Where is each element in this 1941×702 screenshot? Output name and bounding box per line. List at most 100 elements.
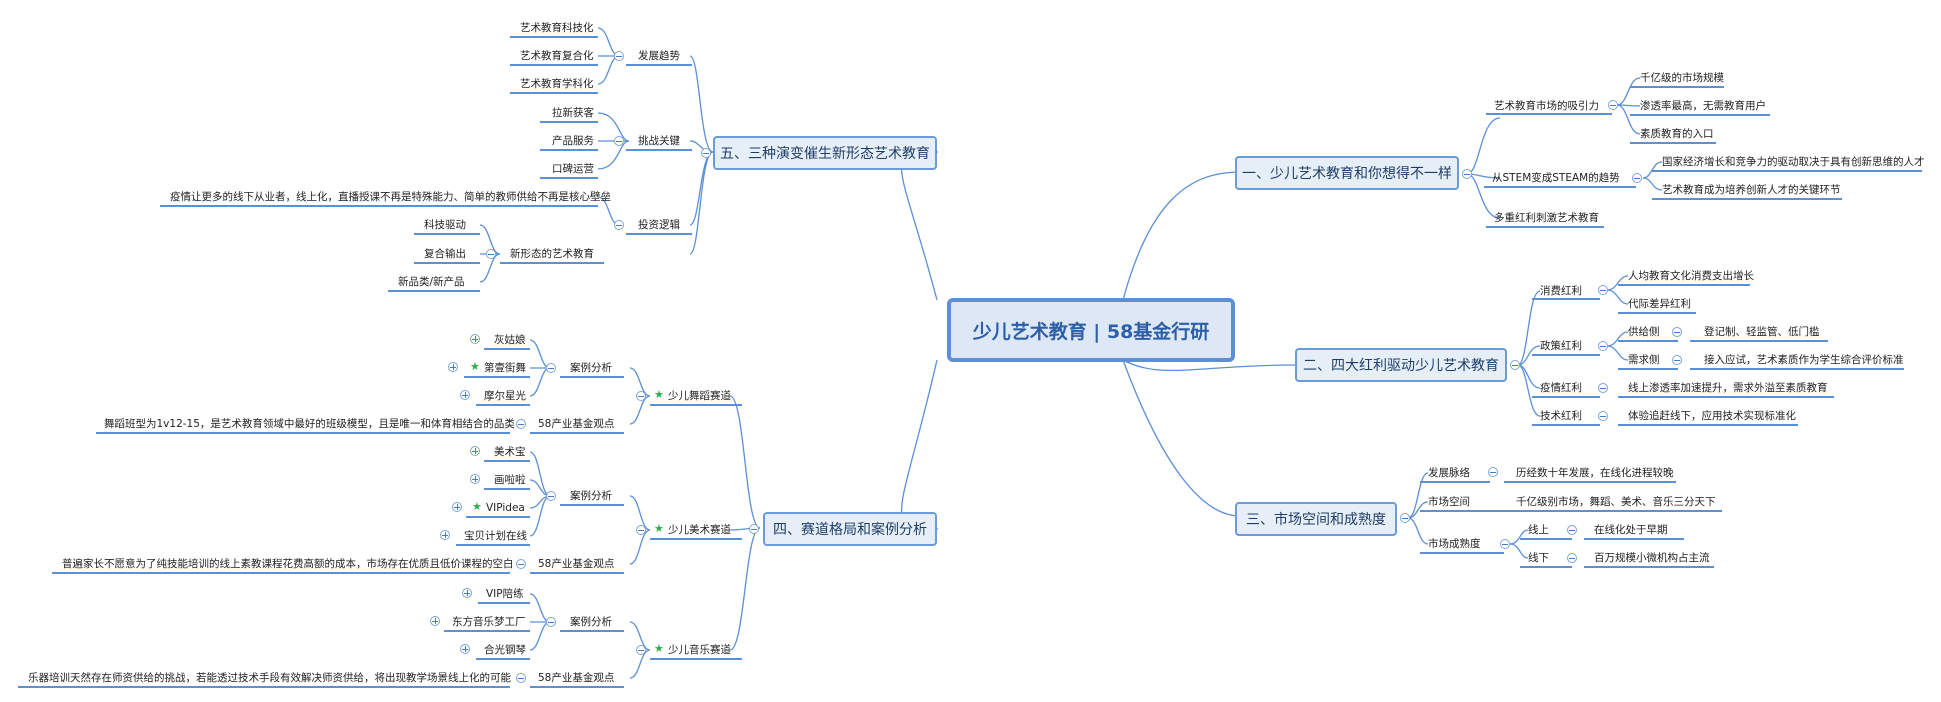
leaf-item[interactable]: 宝贝计划在线 <box>464 530 527 542</box>
leaf-item[interactable]: 人均教育文化消费支出增长 <box>1628 270 1754 282</box>
collapse-icon[interactable] <box>614 51 624 61</box>
subtopic-policy[interactable]: 政策红利 <box>1540 340 1582 352</box>
subtopic-stem-steam[interactable]: 从STEM变成STEAM的趋势 <box>1492 172 1620 184</box>
collapse-icon[interactable] <box>516 673 526 683</box>
subtopic-market-appeal[interactable]: 艺术教育市场的吸引力 <box>1494 100 1599 112</box>
collapse-icon[interactable] <box>1500 539 1510 549</box>
collapse-icon[interactable] <box>701 148 711 158</box>
collapse-icon[interactable] <box>1598 383 1608 393</box>
subtopic-technology[interactable]: 技术红利 <box>1540 410 1582 422</box>
collapse-icon[interactable] <box>1598 341 1608 351</box>
leaf-item[interactable]: 千亿级别市场，舞蹈、美术、音乐三分天下 <box>1516 496 1716 508</box>
root-topic[interactable]: 少儿艺术教育 | 58基金行研 <box>947 298 1235 362</box>
leaf-item[interactable]: 拉新获客 <box>552 107 594 119</box>
leaf-item[interactable]: 灰姑娘 <box>494 334 526 346</box>
leaf-item[interactable]: 第壹街舞 <box>484 362 526 374</box>
subtopic-pandemic[interactable]: 疫情红利 <box>1540 382 1582 394</box>
leaf-item[interactable]: 代际差异红利 <box>1628 298 1691 310</box>
leaf-item[interactable]: 接入应试，艺术素质作为学生综合评价标准 <box>1704 354 1904 366</box>
collapse-icon[interactable] <box>516 559 526 569</box>
subtopic-investment-logic[interactable]: 投资逻辑 <box>638 219 680 231</box>
leaf-item[interactable]: 国家经济增长和竞争力的驱动取决于具有创新思维的人才 <box>1662 156 1925 168</box>
collapse-icon[interactable] <box>486 249 496 259</box>
leaf-item[interactable]: 艺术教育学科化 <box>520 78 594 90</box>
collapse-icon[interactable] <box>636 645 646 655</box>
collapse-icon[interactable] <box>636 525 646 535</box>
topic-branch-4[interactable]: 四、赛道格局和案例分析 <box>763 512 937 546</box>
collapse-icon[interactable] <box>614 220 624 230</box>
fund-view[interactable]: 58产业基金观点 <box>538 418 615 430</box>
leaf-item[interactable]: 东方音乐梦工厂 <box>452 616 526 628</box>
fund-view[interactable]: 58产业基金观点 <box>538 558 615 570</box>
subtopic-art[interactable]: 少儿美术赛道 <box>668 524 731 536</box>
topic-branch-2[interactable]: 二、四大红利驱动少儿艺术教育 <box>1295 348 1507 382</box>
collapse-icon[interactable] <box>516 419 526 429</box>
expand-icon[interactable] <box>462 588 472 598</box>
case-analysis[interactable]: 案例分析 <box>570 490 612 502</box>
collapse-icon[interactable] <box>546 491 556 501</box>
leaf-item[interactable]: 登记制、轻监管、低门槛 <box>1704 326 1820 338</box>
leaf-item[interactable]: 线上渗透率加速提升，需求外溢至素质教育 <box>1628 382 1828 394</box>
leaf-item[interactable]: 历经数十年发展，在线化进程较晚 <box>1516 467 1674 479</box>
subtopic-consumption[interactable]: 消费红利 <box>1540 285 1582 297</box>
expand-icon[interactable] <box>448 362 458 372</box>
expand-icon[interactable] <box>470 446 480 456</box>
subtopic-trend[interactable]: 发展趋势 <box>638 50 680 62</box>
leaf-item[interactable]: 产品服务 <box>552 135 594 147</box>
subtopic-dance[interactable]: 少儿舞蹈赛道 <box>668 390 731 402</box>
policy-demand-side[interactable]: 需求侧 <box>1628 354 1660 366</box>
leaf-item[interactable]: 普遍家长不愿意为了纯技能培训的线上素教课程花费高额的成本，市场存在优质且低价课程… <box>62 558 514 570</box>
leaf-item[interactable]: 素质教育的入口 <box>1640 128 1714 140</box>
leaf-item[interactable]: 新品类/新产品 <box>398 276 465 288</box>
collapse-icon[interactable] <box>636 391 646 401</box>
subtopic-challenge[interactable]: 挑战关键 <box>638 135 680 147</box>
maturity-offline[interactable]: 线下 <box>1528 552 1549 564</box>
collapse-icon[interactable] <box>749 524 759 534</box>
leaf-item[interactable]: 舞蹈班型为1v12-15，是艺术教育领域中最好的班级模型，且是唯一和体育相结合的… <box>104 418 515 430</box>
leaf-item[interactable]: 摩尔星光 <box>484 390 526 402</box>
maturity-online[interactable]: 线上 <box>1528 524 1549 536</box>
collapse-icon[interactable] <box>1672 327 1682 337</box>
topic-branch-5[interactable]: 五、三种演变催生新形态艺术教育 <box>713 136 937 170</box>
leaf-item[interactable]: 乐器培训天然存在师资供给的挑战，若能透过技术手段有效解决师资供给，将出现教学场景… <box>28 672 511 684</box>
collapse-icon[interactable] <box>546 617 556 627</box>
collapse-icon[interactable] <box>1567 553 1577 563</box>
leaf-item[interactable]: 体验追赶线下，应用技术实现标准化 <box>1628 410 1796 422</box>
leaf-item[interactable]: 复合输出 <box>424 248 466 260</box>
leaf-item[interactable]: 艺术教育复合化 <box>520 50 594 62</box>
leaf-item[interactable]: 千亿级的市场规模 <box>1640 72 1724 84</box>
leaf-item[interactable]: 百万规模小微机构占主流 <box>1594 552 1710 564</box>
leaf-item[interactable]: 渗透率最高，无需教育用户 <box>1640 100 1766 112</box>
leaf-item[interactable]: 在线化处于早期 <box>1594 524 1668 536</box>
collapse-icon[interactable] <box>1598 285 1608 295</box>
expand-icon[interactable] <box>430 616 440 626</box>
case-analysis[interactable]: 案例分析 <box>570 616 612 628</box>
topic-branch-1[interactable]: 一、少儿艺术教育和你想得不一样 <box>1235 156 1459 190</box>
collapse-icon[interactable] <box>614 136 624 146</box>
subtopic-market-space[interactable]: 市场空间 <box>1428 496 1470 508</box>
expand-icon[interactable] <box>452 502 462 512</box>
policy-supply-side[interactable]: 供给侧 <box>1628 326 1660 338</box>
collapse-icon[interactable] <box>1510 360 1520 370</box>
subtopic-new-form[interactable]: 新形态的艺术教育 <box>510 248 594 260</box>
collapse-icon[interactable] <box>1462 169 1472 179</box>
leaf-item[interactable]: 美术宝 <box>494 446 526 458</box>
collapse-icon[interactable] <box>1672 355 1682 365</box>
case-analysis[interactable]: 案例分析 <box>570 362 612 374</box>
subtopic-development[interactable]: 发展脉络 <box>1428 467 1470 479</box>
expand-icon[interactable] <box>440 530 450 540</box>
collapse-icon[interactable] <box>546 363 556 373</box>
collapse-icon[interactable] <box>1400 513 1410 523</box>
expand-icon[interactable] <box>460 390 470 400</box>
collapse-icon[interactable] <box>1488 467 1498 477</box>
leaf-item[interactable]: 科技驱动 <box>424 219 466 231</box>
leaf-item[interactable]: VIPidea <box>486 502 525 514</box>
subtopic-music[interactable]: 少儿音乐赛道 <box>668 644 731 656</box>
expand-icon[interactable] <box>470 334 480 344</box>
leaf-item[interactable]: 疫情让更多的线下从业者，线上化，直播授课不再是特殊能力、简单的教师供给不再是核心… <box>170 191 611 203</box>
collapse-icon[interactable] <box>1608 100 1618 110</box>
expand-icon[interactable] <box>470 474 480 484</box>
topic-branch-3[interactable]: 三、市场空间和成熟度 <box>1235 502 1397 536</box>
collapse-icon[interactable] <box>1598 411 1608 421</box>
leaf-item[interactable]: 艺术教育成为培养创新人才的关键环节 <box>1662 184 1841 196</box>
